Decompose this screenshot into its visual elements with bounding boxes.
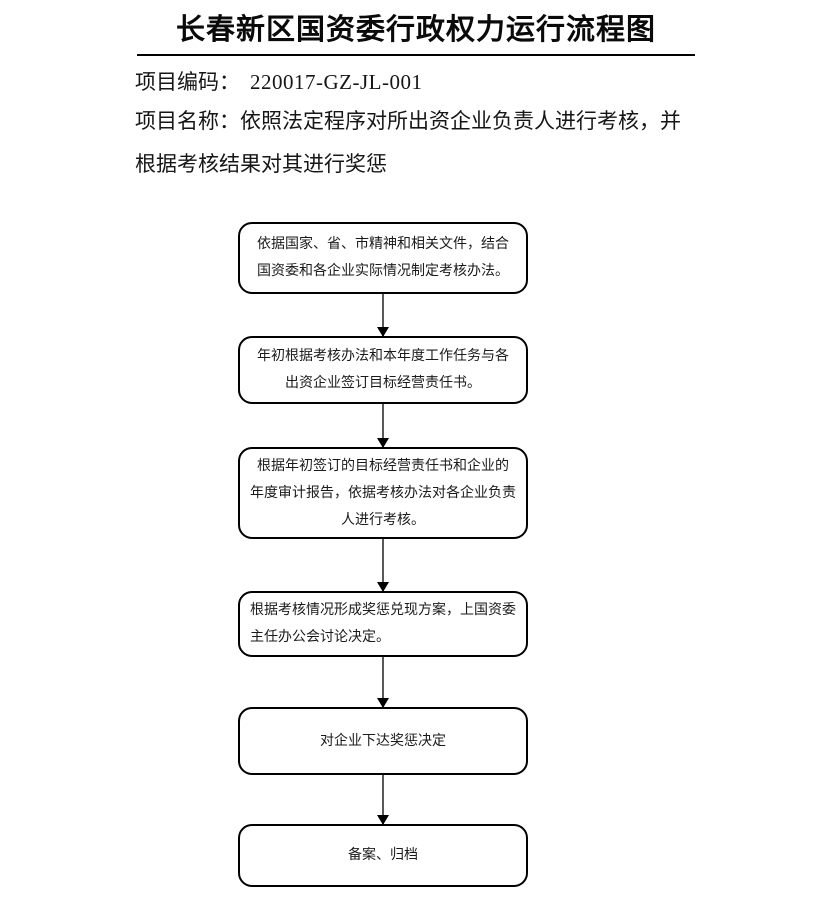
document-page: 长春新区国资委行政权力运行流程图 项目编码： 220017-GZ-JL-001 项… (0, 14, 823, 905)
project-name-label: 项目名称： (135, 109, 240, 134)
flow-step-3-text: 根据年初签订的目标经营责任书和企业的 年度审计报告，依据考核办法对各企业负责 人… (250, 458, 516, 528)
flow-step-1: 依据国家、省、市精神和相关文件，结合 国资委和各企业实际情况制定考核办法。 (238, 222, 528, 294)
flowchart: 依据国家、省、市精神和相关文件，结合 国资委和各企业实际情况制定考核办法。 年初… (238, 222, 528, 887)
project-code-value: 220017-GZ-JL-001 (250, 70, 423, 95)
flow-step-1-text: 依据国家、省、市精神和相关文件，结合 国资委和各企业实际情况制定考核办法。 (257, 237, 509, 279)
project-name-value: 依照法定程序对所出资企业负责人进行考核，并根据考核结果对其进行奖惩 (135, 109, 681, 177)
flow-step-3: 根据年初签订的目标经营责任书和企业的 年度审计报告，依据考核办法对各企业负责 人… (238, 447, 528, 539)
project-name-line: 项目名称：依照法定程序对所出资企业负责人进行考核，并根据考核结果对其进行奖惩 (135, 100, 695, 186)
flow-step-4: 根据考核情况形成奖惩兑现方案，上国资委 主任办公会讨论决定。 (238, 591, 528, 657)
flow-arrow-3 (377, 539, 389, 592)
flow-arrow-2 (377, 404, 389, 448)
page-title-block: 长春新区国资委行政权力运行流程图 (137, 14, 695, 57)
page-title: 长春新区国资委行政权力运行流程图 (175, 14, 656, 46)
flow-arrow-5 (377, 775, 389, 825)
project-code-line: 项目编码： 220017-GZ-JL-001 (135, 64, 695, 100)
flow-step-5: 对企业下达奖惩决定 (238, 707, 528, 775)
project-code-label: 项目编码： (135, 70, 240, 95)
flow-step-2: 年初根据考核办法和本年度工作任务与各 出资企业签订目标经营责任书。 (238, 336, 528, 404)
flow-step-6-text: 备案、归档 (348, 848, 418, 863)
project-meta: 项目编码： 220017-GZ-JL-001 项目名称：依照法定程序对所出资企业负… (135, 64, 695, 186)
flow-step-4-text: 根据考核情况形成奖惩兑现方案，上国资委 主任办公会讨论决定。 (250, 603, 516, 645)
flow-step-6: 备案、归档 (238, 824, 528, 887)
flow-arrow-4 (377, 657, 389, 708)
flow-arrow-1 (377, 294, 389, 337)
flow-step-5-text: 对企业下达奖惩决定 (320, 733, 446, 749)
flow-step-2-text: 年初根据考核办法和本年度工作任务与各 出资企业签订目标经营责任书。 (257, 349, 509, 391)
